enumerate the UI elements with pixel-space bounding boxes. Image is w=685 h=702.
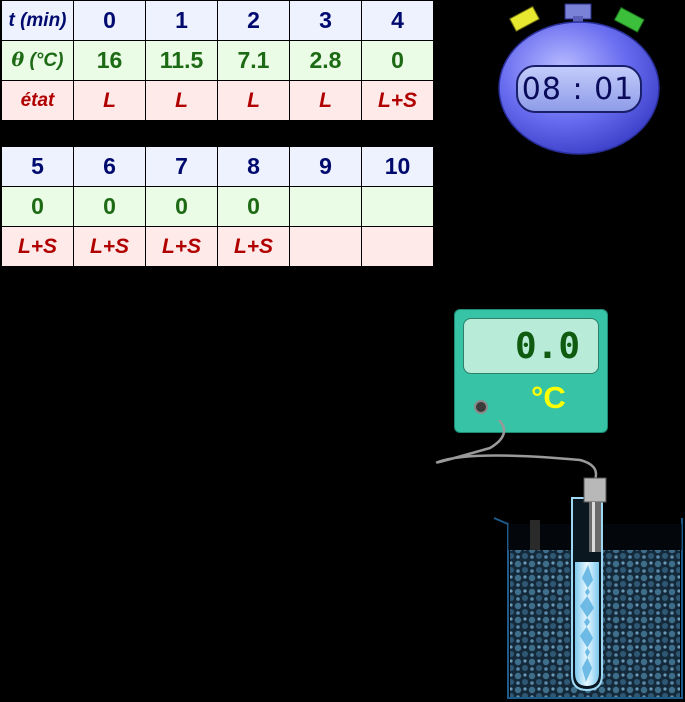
time-cell: 10 (361, 146, 434, 187)
time-cell: 9 (289, 146, 362, 187)
temperature-cell[interactable] (361, 186, 434, 227)
time-cell: 7 (145, 146, 218, 187)
digital-thermometer: 0.0 °C (454, 309, 608, 433)
temperature-row: 0 0 0 0 (1, 186, 434, 227)
temperature-cell: 0 (217, 186, 290, 227)
time-cell: 4 (361, 0, 434, 41)
temperature-unit-label: (°C) (24, 50, 64, 71)
temperature-cell: 0 (1, 186, 74, 227)
temperature-row: θ (°C) 16 11.5 7.1 2.8 0 (1, 40, 434, 81)
probe-cable (435, 420, 598, 481)
state-cell: L (217, 80, 290, 121)
temperature-cell: 7.1 (217, 40, 290, 81)
state-cell: L (145, 80, 218, 121)
temperature-cell: 16 (73, 40, 146, 81)
measurement-table-2: 5 6 7 8 9 10 0 0 0 0 L+S L+S L+S L+S (1, 146, 434, 267)
thermometer-unit: °C (531, 380, 566, 415)
state-cell: L+S (145, 226, 218, 267)
time-cell: 5 (1, 146, 74, 187)
temperature-cell: 0 (145, 186, 218, 227)
theta-symbol: θ (11, 49, 25, 71)
stopwatch-display: 08 : 01 (521, 72, 635, 107)
state-header: état (1, 80, 74, 121)
state-cell[interactable] (289, 226, 362, 267)
measurement-table-1: t (min) 0 1 2 3 4 θ (°C) 16 11.5 7.1 2.8… (1, 0, 434, 121)
temperature-cell: 11.5 (145, 40, 218, 81)
temperature-cell: 0 (73, 186, 146, 227)
state-cell: L+S (361, 80, 434, 121)
time-cell: 0 (73, 0, 146, 41)
stopwatch-icon[interactable] (495, 2, 663, 156)
beaker-icon (493, 517, 683, 699)
temperature-cell: 0 (361, 40, 434, 81)
time-row: t (min) 0 1 2 3 4 (1, 0, 434, 41)
state-row: L+S L+S L+S L+S (1, 226, 434, 267)
time-header: t (min) (1, 0, 74, 41)
temperature-cell: 2.8 (289, 40, 362, 81)
time-cell: 2 (217, 0, 290, 41)
time-cell: 8 (217, 146, 290, 187)
state-cell[interactable] (361, 226, 434, 267)
time-cell: 6 (73, 146, 146, 187)
state-cell: L+S (73, 226, 146, 267)
state-cell: L (289, 80, 362, 121)
state-cell: L+S (217, 226, 290, 267)
time-row: 5 6 7 8 9 10 (1, 146, 434, 187)
experiment-apparatus (435, 420, 683, 699)
time-cell: 1 (145, 0, 218, 41)
state-cell: L+S (1, 226, 74, 267)
thermometer-probe-icon (583, 477, 607, 552)
temperature-cell[interactable] (289, 186, 362, 227)
state-cell: L (73, 80, 146, 121)
time-cell: 3 (289, 0, 362, 41)
thermometer-reading: 0.0 (463, 318, 599, 374)
temperature-header: θ (°C) (1, 40, 74, 81)
state-row: état L L L L L+S (1, 80, 434, 121)
probe-jack-icon (474, 400, 488, 414)
